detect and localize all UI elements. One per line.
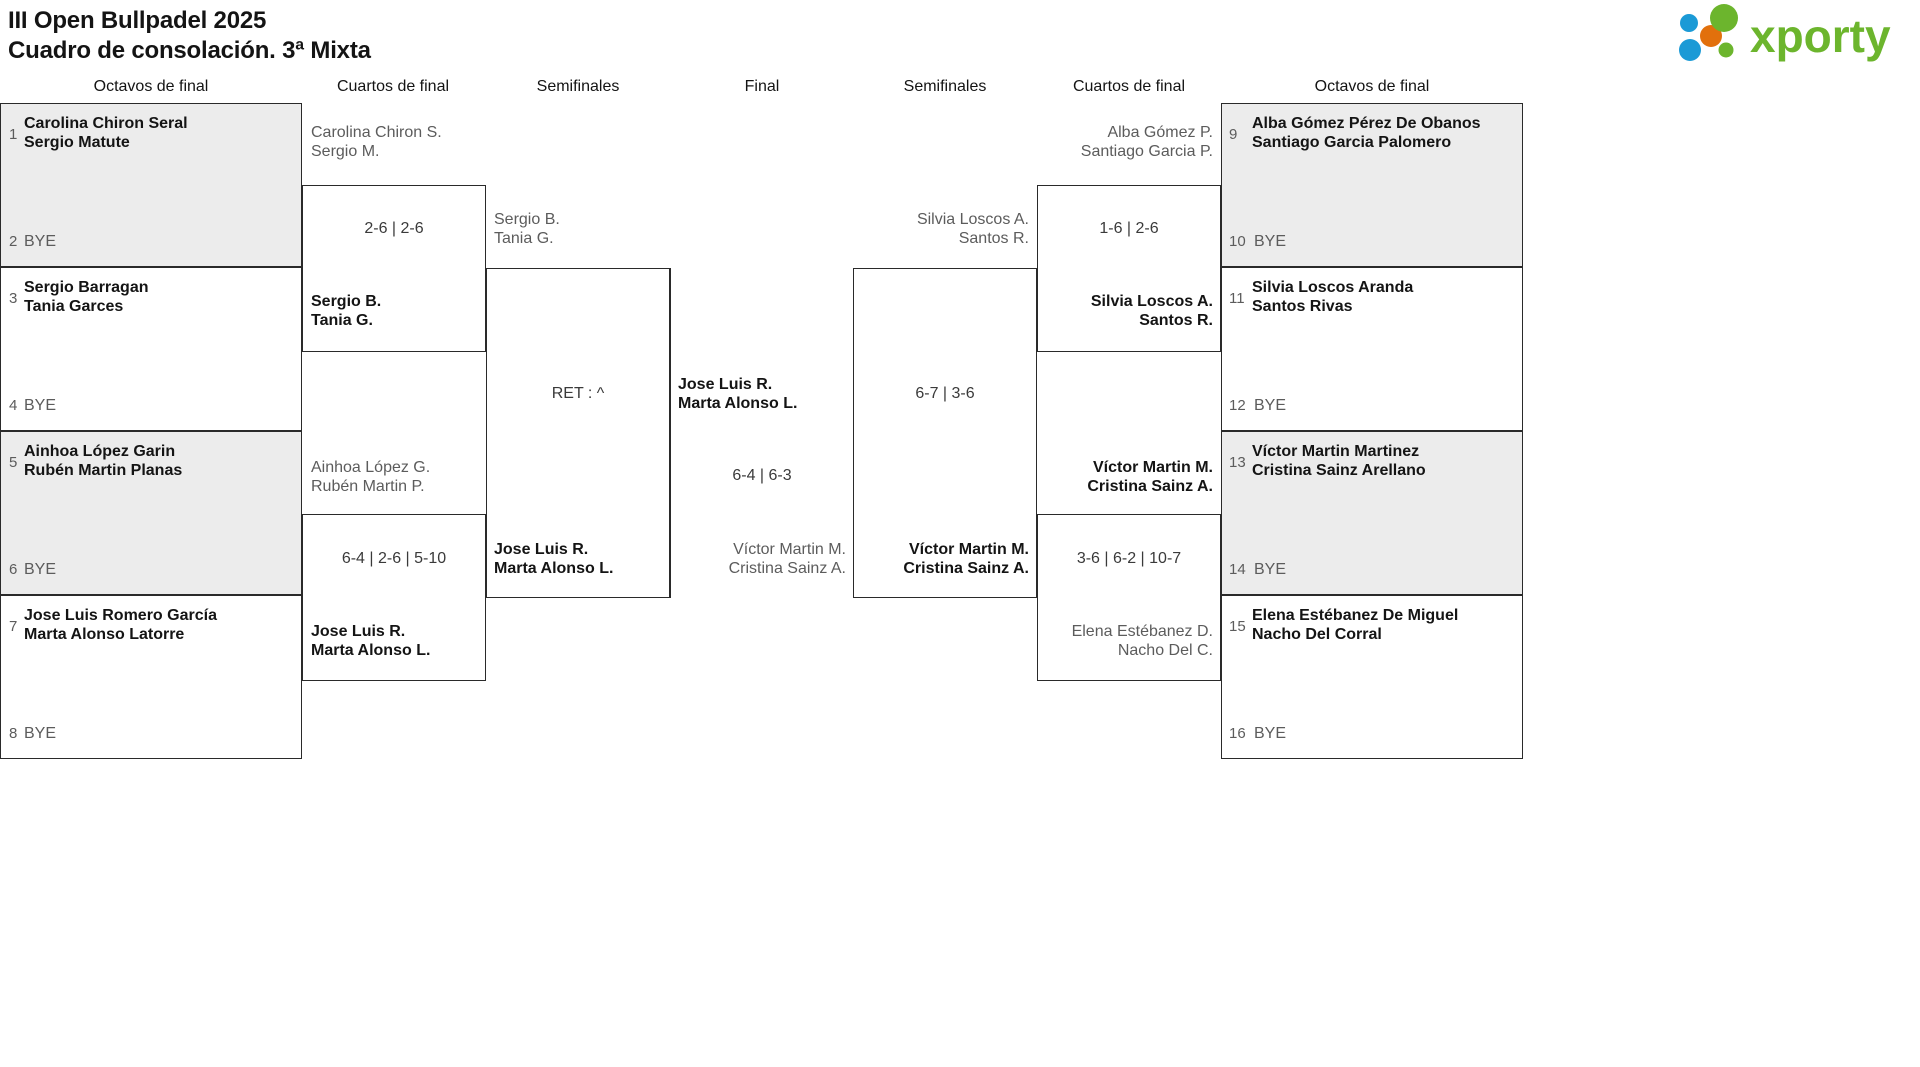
players-seed-1: Carolina Chiron Seral Sergio Matute [24,115,188,151]
players-right-qf1-top: Alba Gómez P. Santiago Garcia P. [1080,124,1213,160]
score-right-qf2: 3-6 | 6-2 | 10-7 [1076,550,1182,567]
slot-seed-7-8[interactable] [0,595,302,759]
bye-seed-6: BYE [24,561,57,578]
seed-number-9: 9 [1229,126,1238,143]
column-header-cuartos-right: Cuartos de final [1072,78,1186,95]
players-left-qf2-top: Ainhoa López G. Rubén Martin P. [311,459,431,495]
players-right-qf1-bottom: Silvia Loscos A. Santos R. [1090,293,1213,329]
players-seed-9: Alba Gómez Pérez De Obanos Santiago Garc… [1252,115,1481,151]
score-left-qf2: 6-4 | 2-6 | 5-10 [341,550,447,567]
players-right-qf2-top: Víctor Martin M. Cristina Sainz A. [1087,459,1213,495]
seed-number-4: 4 [9,397,18,414]
players-right-sf-bottom: Víctor Martin M. Cristina Sainz A. [903,541,1029,577]
players-seed-7: Jose Luis Romero García Marta Alonso Lat… [24,607,217,643]
bracket-subtitle: Cuadro de consolación. 3ª Mixta [8,37,371,64]
match-box-right-sf[interactable] [853,268,1037,598]
seed-number-5: 5 [9,454,18,471]
column-header-semis-right: Semifinales [903,78,987,95]
seed-number-3: 3 [9,290,18,307]
column-header-cuartos-left: Cuartos de final [336,78,450,95]
score-right-qf1: 1-6 | 2-6 [1099,220,1159,237]
players-right-sf-top: Silvia Loscos A. Santos R. [916,211,1029,247]
logo-dots-icon [1679,4,1738,61]
slot-seed-15-16[interactable] [1221,595,1523,759]
players-left-qf2-bottom: Jose Luis R. Marta Alonso L. [311,623,431,659]
score-right-sf: 6-7 | 3-6 [915,385,975,402]
column-header-semis-left: Semifinales [536,78,620,95]
bye-seed-10: BYE [1254,233,1287,250]
players-left-qf1-bottom: Sergio B. Tania G. [311,293,382,329]
bye-seed-16: BYE [1254,725,1287,742]
seed-number-2: 2 [9,233,18,250]
players-seed-11: Silvia Loscos Aranda Santos Rivas [1252,279,1414,315]
players-seed-3: Sergio Barragan Tania Garces [24,279,149,315]
bye-seed-12: BYE [1254,397,1287,414]
players-right-qf2-bottom: Elena Estébanez D. Nacho Del C. [1071,623,1213,659]
seed-number-1: 1 [9,126,18,143]
players-left-sf-bottom: Jose Luis R. Marta Alonso L. [494,541,614,577]
column-header-octavos-right: Octavos de final [1314,78,1430,95]
bye-seed-14: BYE [1254,561,1287,578]
slot-seed-13-14[interactable] [1221,431,1523,595]
players-left-qf1-top: Carolina Chiron S. Sergio M. [311,124,442,160]
match-box-left-qf2[interactable] [302,514,486,681]
score-final: 6-4 | 6-3 [732,467,792,484]
players-seed-5: Ainhoa López Garin Rubén Martin Planas [24,443,183,479]
score-left-qf1: 2-6 | 2-6 [364,220,424,237]
tournament-name: III Open Bullpadel 2025 [8,7,267,34]
match-box-left-qf1[interactable] [302,185,486,352]
slot-seed-3-4[interactable] [0,267,302,431]
slot-seed-9-10[interactable] [1221,103,1523,267]
players-seed-13: Víctor Martin Martinez Cristina Sainz Ar… [1252,443,1426,479]
seed-number-16: 16 [1229,725,1246,742]
seed-number-15: 15 [1229,618,1246,635]
seed-number-8: 8 [9,725,18,742]
seed-number-13: 13 [1229,454,1246,471]
logo-wordmark: xporty [1750,10,1891,62]
seed-number-12: 12 [1229,397,1246,414]
score-left-sf: RET : ^ [551,385,605,402]
page-title: III Open Bullpadel 2025 Cuadro de consol… [8,6,371,66]
players-runner-up: Víctor Martin M. Cristina Sainz A. [728,541,846,577]
seed-number-7: 7 [9,618,18,635]
players-left-sf-top: Sergio B. Tania G. [494,211,560,247]
seed-number-11: 11 [1229,290,1245,307]
bye-seed-8: BYE [24,725,57,742]
bye-seed-2: BYE [24,233,57,250]
match-box-right-qf2[interactable] [1037,514,1221,681]
seed-number-10: 10 [1229,233,1246,250]
players-seed-15: Elena Estébanez De Miguel Nacho Del Corr… [1252,607,1459,643]
column-header-octavos-left: Octavos de final [93,78,209,95]
players-champion: Jose Luis R. Marta Alonso L. [678,376,798,412]
slot-seed-11-12[interactable] [1221,267,1523,431]
seed-number-14: 14 [1229,561,1246,578]
column-header-final: Final [744,78,780,95]
slot-seed-5-6[interactable] [0,431,302,595]
slot-seed-1-2[interactable] [0,103,302,267]
match-box-left-sf[interactable] [486,268,670,598]
final-divider-left [670,268,671,598]
match-box-right-qf1[interactable] [1037,185,1221,352]
seed-number-6: 6 [9,561,18,578]
bye-seed-4: BYE [24,397,57,414]
xporty-logo[interactable]: xporty [1668,4,1908,66]
